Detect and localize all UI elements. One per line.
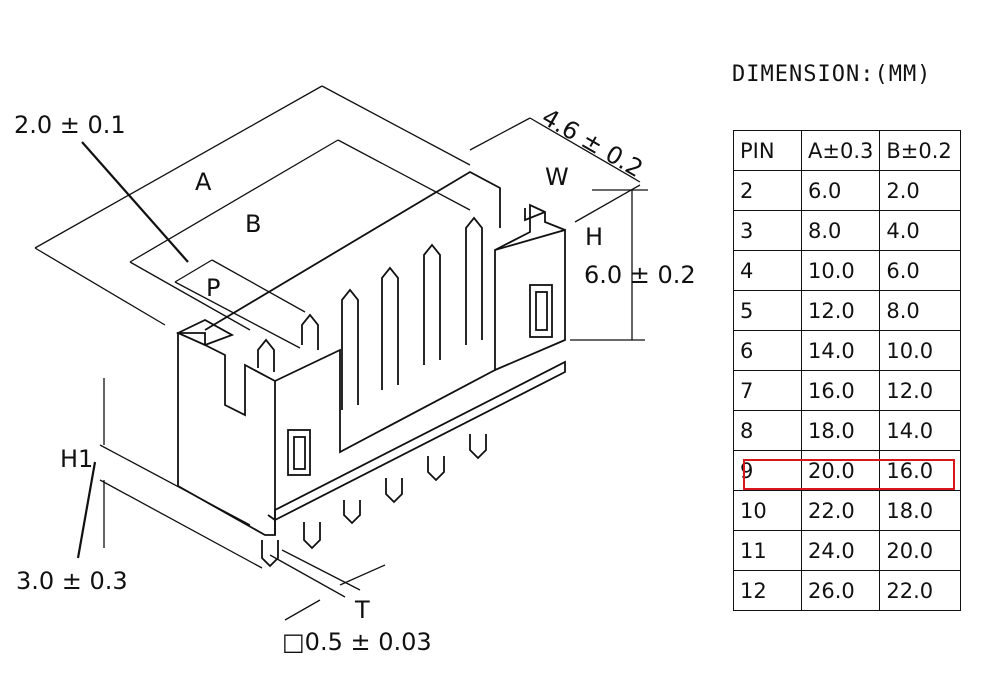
- cell-pin: 11: [733, 530, 802, 571]
- table-title: DIMENSION:(MM): [732, 62, 932, 87]
- cell-pin: 4: [733, 250, 802, 291]
- cell-a: 18.0: [800, 410, 881, 451]
- cell-a: 20.0: [800, 450, 881, 491]
- cell-b: 20.0: [879, 530, 962, 571]
- cell-a: 26.0: [800, 570, 881, 611]
- right-housing-inner: [524, 208, 546, 222]
- label-a: A: [195, 168, 212, 196]
- pin: [465, 216, 483, 345]
- bottom-rail-lower: [267, 514, 276, 535]
- cell-b: 16.0: [879, 450, 962, 491]
- cell-b: 10.0: [879, 330, 962, 371]
- pin-tail: [427, 456, 445, 482]
- header-pin: PIN: [733, 130, 802, 171]
- left-lock-window-inner: [293, 436, 306, 470]
- pin-tail: [343, 500, 361, 525]
- right-housing-front: [494, 228, 566, 372]
- dim-pitch: 2.0 ± 0.1: [14, 111, 126, 139]
- cell-pin: 2: [733, 170, 802, 211]
- label-h: H: [585, 223, 603, 251]
- pin: [381, 266, 399, 390]
- pin: [301, 313, 319, 350]
- cell-b: 6.0: [879, 250, 962, 291]
- bottom-rail: [274, 360, 566, 522]
- cell-pin: 6: [733, 330, 802, 371]
- cell-pin: 10: [733, 490, 802, 531]
- cell-a: 14.0: [800, 330, 881, 371]
- right-housing-top: [494, 203, 566, 251]
- label-p: P: [206, 274, 220, 302]
- label-b: B: [245, 210, 261, 238]
- back-wall-edge: [204, 170, 501, 331]
- cell-pin: 7: [733, 370, 802, 411]
- header-b: B±0.2: [879, 130, 962, 171]
- cell-a: 12.0: [800, 290, 881, 331]
- dim-pin-length: 3.0 ± 0.3: [16, 567, 128, 595]
- pin-tail: [303, 522, 321, 550]
- cell-pin: 12: [733, 570, 802, 611]
- pin: [423, 243, 441, 365]
- pin: [341, 288, 359, 410]
- cell-pin: 8: [733, 410, 802, 451]
- right-lock-window: [529, 284, 553, 338]
- label-w: W: [545, 163, 569, 191]
- label-h1: H1: [60, 445, 93, 473]
- cell-a: 10.0: [800, 250, 881, 291]
- cell-a: 24.0: [800, 530, 881, 571]
- dimension-lines: [34, 85, 648, 621]
- left-lock-window: [287, 429, 311, 476]
- header-a: A±0.3: [800, 130, 881, 171]
- highlight-box: [743, 459, 955, 490]
- cell-b: 8.0: [879, 290, 962, 331]
- cell-b: 14.0: [879, 410, 962, 451]
- table-header-row: PIN A±0.3 B±0.2: [733, 130, 962, 171]
- cell-a: 6.0: [800, 170, 881, 211]
- cell-a: 8.0: [800, 210, 881, 251]
- pin-tail: [385, 478, 403, 504]
- left-housing-top: [175, 318, 235, 346]
- cell-pin: 3: [733, 210, 802, 251]
- pin-tail: [469, 434, 487, 460]
- cell-pin: 5: [733, 290, 802, 331]
- dim-height: 6.0 ± 0.2: [584, 261, 696, 289]
- cell-a: 22.0: [800, 490, 881, 531]
- pin-tail: [261, 540, 279, 568]
- pin: [257, 338, 275, 372]
- label-t: T: [354, 596, 370, 624]
- dim-pin-size: □0.5 ± 0.03: [282, 628, 432, 656]
- cell-b: 4.0: [879, 210, 962, 251]
- pins: [257, 216, 483, 410]
- right-lock-window-inner: [535, 291, 548, 331]
- cell-b: 12.0: [879, 370, 962, 411]
- cell-b: 18.0: [879, 490, 962, 531]
- cell-b: 22.0: [879, 570, 962, 611]
- left-housing-front: [177, 332, 276, 536]
- cell-a: 16.0: [800, 370, 881, 411]
- inner-floor-edge: [274, 348, 496, 454]
- connector-body: [175, 170, 566, 568]
- pin-tails: [261, 434, 487, 568]
- cell-b: 2.0: [879, 170, 962, 211]
